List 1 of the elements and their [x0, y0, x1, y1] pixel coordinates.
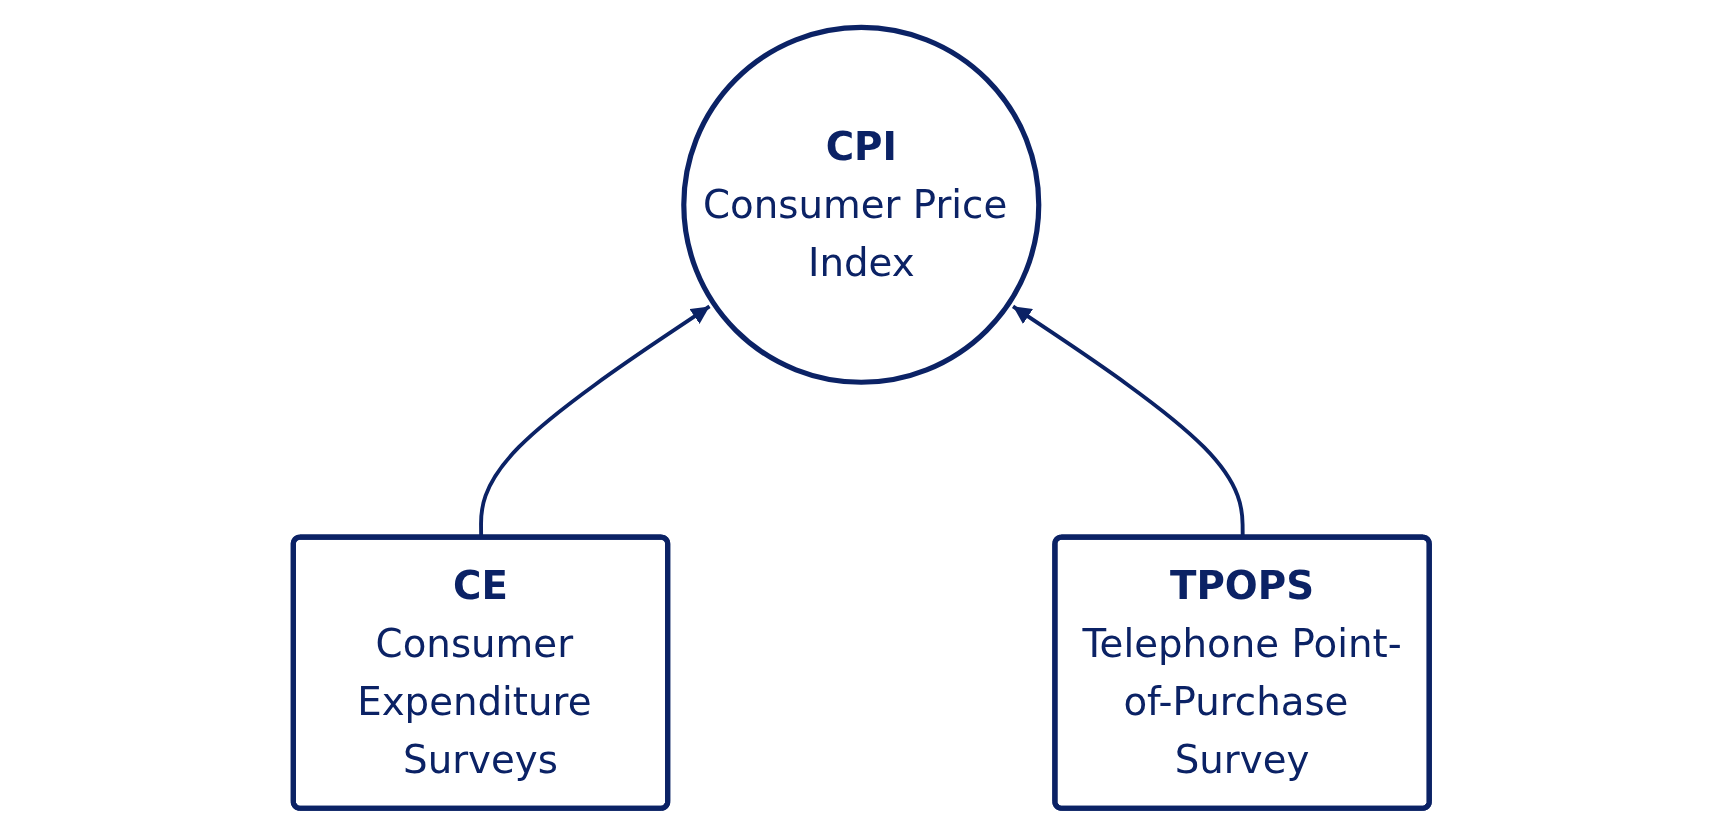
node-circle: CPI Consumer Price Index [681, 24, 1042, 385]
